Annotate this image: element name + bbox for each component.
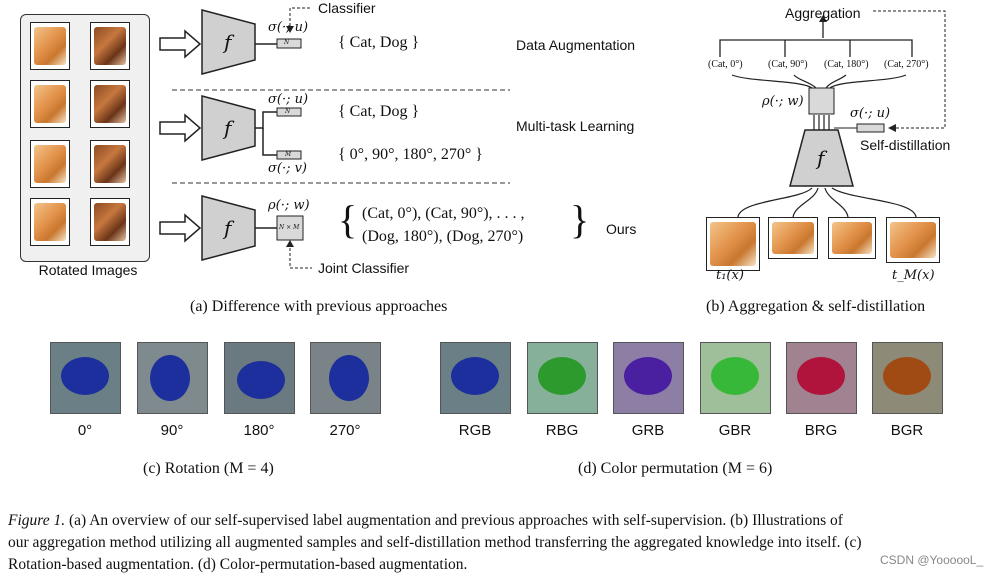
rotation-label-90: 90°	[160, 422, 184, 439]
sigma-u-b: σ(·; u)	[850, 106, 891, 121]
f-label-1: f	[224, 30, 232, 54]
bird-rot-0	[50, 342, 121, 414]
rho-w-3: ρ(·; w)	[268, 198, 310, 213]
sigma-u-2: σ(·; u)	[268, 92, 309, 107]
bird-rbg	[527, 342, 598, 414]
rotation-label-180: 180°	[243, 422, 275, 439]
input-image-4	[886, 217, 940, 263]
joint-classifier-label: Joint Classifier	[318, 260, 410, 276]
rotation-label-270: 270°	[329, 422, 361, 439]
output-cat-0: (Cat, 0°)	[708, 59, 743, 70]
label-set-3-line1: (Cat, 0°), (Cat, 90°), . . . ,	[362, 205, 525, 222]
input-image-1	[706, 217, 760, 271]
perm-label-gbr: GBR	[718, 422, 752, 439]
output-cat-180: (Cat, 180°)	[824, 59, 869, 70]
input-image-2	[768, 217, 818, 259]
bird-gbr	[700, 342, 771, 414]
cat-image-180	[30, 140, 70, 188]
rotated-images-label: Rotated Images	[38, 262, 138, 278]
cat-image-90	[30, 80, 70, 128]
f-label-2: f	[224, 116, 232, 140]
output-cat-90: (Cat, 90°)	[768, 59, 808, 70]
figure-caption: Figure 1. (a) An overview of our self-su…	[8, 510, 1004, 576]
aggregation-label: Aggregation	[785, 5, 861, 21]
box-label-2b: M	[285, 151, 292, 158]
f-block-2	[201, 95, 256, 161]
f-block-3	[201, 195, 256, 261]
panel-a-diagram	[159, 7, 510, 269]
label-set-1: { Cat, Dog }	[338, 34, 420, 51]
box-label-3: N × M	[279, 224, 300, 231]
output-cat-270: (Cat, 270°)	[884, 59, 929, 70]
bird-brg	[786, 342, 857, 414]
panel-b-diagram	[719, 10, 946, 218]
caption-c: (c) Rotation (M = 4)	[143, 460, 274, 477]
perm-label-brg: BRG	[804, 422, 838, 439]
sigma-u-1: σ(·; u)	[268, 20, 309, 35]
input-image-3	[828, 217, 876, 259]
classifier-label: Classifier	[318, 0, 376, 16]
classifier-box-2a	[276, 107, 302, 117]
bird-rot-270	[310, 342, 381, 414]
watermark: CSDN @YoooooL_	[880, 553, 984, 567]
perm-label-rgb: RGB	[458, 422, 492, 439]
brace-right: }	[570, 197, 590, 242]
perm-label-grb: GRB	[631, 422, 665, 439]
label-set-2a: { Cat, Dog }	[338, 103, 420, 120]
arrow-row-1	[159, 29, 202, 243]
tM-label: t_M(x)	[892, 268, 935, 283]
bird-grb	[613, 342, 684, 414]
cat-image-270	[30, 198, 70, 246]
self-distillation-label: Self-distillation	[860, 137, 951, 153]
bird-rot-180	[224, 342, 295, 414]
label-set-2b: { 0°, 90°, 180°, 270° }	[338, 146, 483, 163]
rho-box	[808, 87, 835, 115]
f-block-b	[789, 129, 854, 187]
box-label-1: N	[284, 39, 290, 46]
bird-rgb	[440, 342, 511, 414]
f-block-1	[201, 9, 256, 75]
f-label-b: f	[817, 146, 825, 170]
t1-label: t₁(x)	[716, 268, 744, 283]
caption-line-2: our aggregation method utilizing all aug…	[8, 534, 862, 551]
caption-d: (d) Color permutation (M = 6)	[578, 460, 773, 477]
dog-image-270	[90, 198, 130, 246]
bird-rot-90	[137, 342, 208, 414]
rotation-label-0: 0°	[77, 422, 93, 439]
cat-image-0	[30, 22, 70, 70]
perm-label-rbg: RBG	[545, 422, 579, 439]
task-multi-task-learning: Multi-task Learning	[516, 118, 635, 134]
dog-image-90	[90, 80, 130, 128]
f-label-3: f	[224, 216, 232, 240]
sigma-v-2: σ(·; v)	[268, 161, 308, 176]
caption-b: (b) Aggregation & self-distillation	[706, 298, 926, 315]
caption-line-1: (a) An overview of our self-supervised l…	[65, 512, 843, 529]
rho-w-b: ρ(·; w)	[762, 94, 804, 109]
dog-image-180	[90, 140, 130, 188]
caption-line-3: Rotation-based augmentation. (d) Color-p…	[8, 556, 468, 573]
classifier-box-2b	[276, 150, 302, 160]
figure-label: Figure 1.	[8, 512, 66, 529]
box-label-2a: N	[285, 108, 291, 115]
label-set-3-line2: (Dog, 180°), (Dog, 270°)	[362, 228, 524, 245]
classifier-box-1	[276, 38, 302, 49]
task-ours: Ours	[606, 221, 637, 237]
caption-a: (a) Difference with previous approaches	[190, 298, 448, 315]
brace-left: {	[338, 197, 358, 242]
dog-image-0	[90, 22, 130, 70]
task-data-augmentation: Data Augmentation	[516, 37, 636, 53]
bird-bgr	[872, 342, 943, 414]
perm-label-bgr: BGR	[890, 422, 924, 439]
sigma-box	[856, 123, 885, 133]
